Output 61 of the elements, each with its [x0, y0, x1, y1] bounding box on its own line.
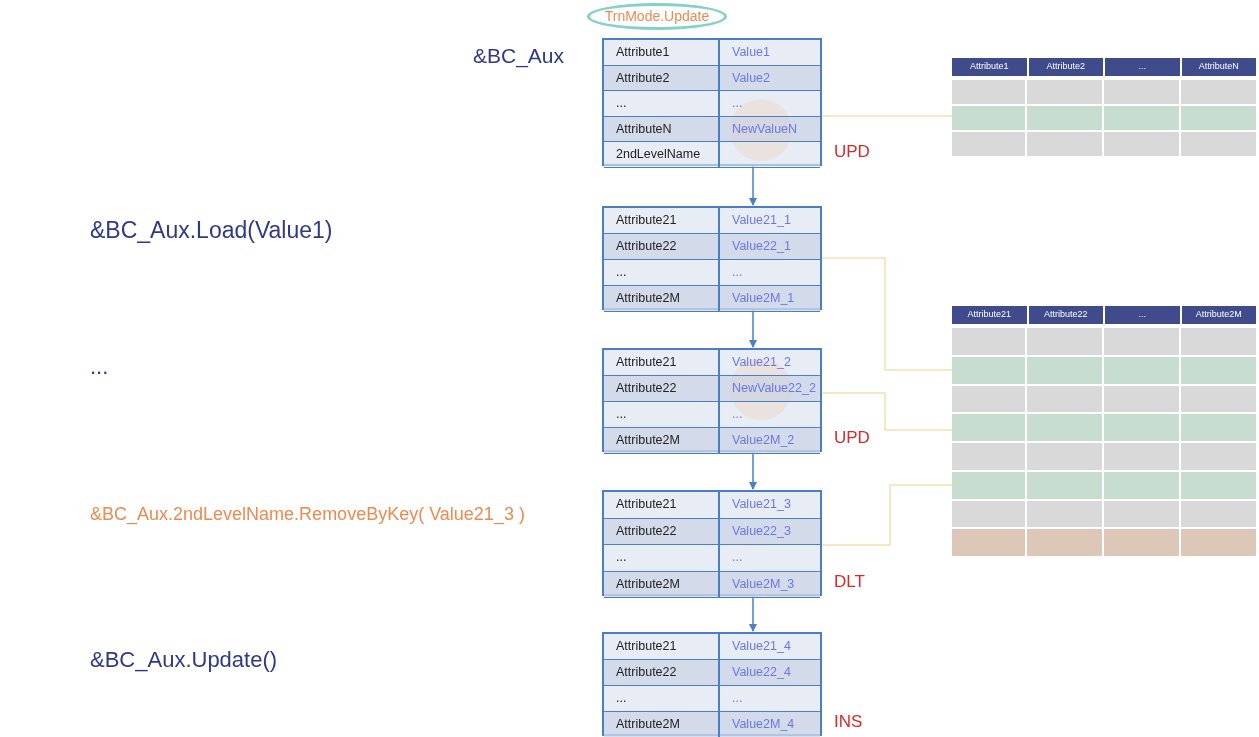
table-cell: Attribute2: [604, 65, 720, 92]
table-cell: Attribute2M: [604, 571, 720, 598]
code-text: &BC_Aux.2ndLevelName.RemoveByKey( Value21_3 ): [90, 503, 525, 527]
table-cell: ...: [604, 91, 720, 117]
column-header: Attribute21: [952, 306, 1027, 324]
arrow: [749, 165, 757, 206]
leader-line: [821, 257, 953, 371]
table-cell: ...: [604, 686, 720, 712]
table-cell: Attribute2M: [604, 428, 720, 454]
table-cell: Attribute21: [604, 634, 720, 660]
table-cell: Attribute2M: [604, 712, 720, 737]
column-header: Attribute2M: [1181, 306, 1256, 324]
table-cell: Attribute1: [604, 40, 720, 66]
table-cell: Attribute22: [604, 518, 720, 545]
database-table: [952, 58, 1256, 158]
operation-label: UPD: [834, 426, 870, 449]
column-header: ...: [1105, 306, 1180, 324]
table-cell: Value2M_2: [720, 428, 820, 454]
table-cell: Attribute22: [604, 660, 720, 686]
table-cell: Value2M_3: [720, 571, 820, 598]
column-header: AttributeN: [1181, 58, 1256, 76]
table-cell: ...: [720, 402, 820, 428]
operation-label: DLT: [834, 570, 865, 593]
table-cell: ...: [604, 260, 720, 286]
column-header: Attribute22: [1028, 306, 1103, 324]
table-cell: AttributeN: [604, 116, 720, 143]
table-cell: Value22_1: [720, 234, 820, 260]
table-cell: Value2: [720, 65, 820, 92]
leader-line: [821, 115, 953, 117]
database-table: [952, 306, 1256, 558]
arrow: [749, 309, 757, 348]
operation-label: INS: [834, 710, 863, 733]
code-text: &BC_Aux.Update(): [90, 646, 278, 674]
table-cell: Attribute21: [604, 492, 720, 519]
table-cell: Attribute2M: [604, 286, 720, 312]
column-header: Attribute2: [1028, 58, 1103, 76]
table-cell: Attribute22: [604, 234, 720, 260]
leader-line: [821, 392, 953, 431]
column-header: ...: [1105, 58, 1180, 76]
leader-line: [821, 484, 953, 546]
table-cell: Attribute21: [604, 350, 720, 376]
table-cell: Value2M_4: [720, 712, 820, 737]
table-cell: 2ndLevelName: [604, 142, 720, 168]
record-table: [602, 206, 822, 310]
table-cell: ...: [604, 402, 720, 428]
arrow: [749, 451, 757, 490]
table-cell: Attribute21: [604, 208, 720, 234]
mode-ellipse: TrnMode.Update: [587, 3, 727, 30]
code-text: &BC_Aux.Load(Value1): [90, 216, 333, 245]
column-header: Attribute1: [952, 58, 1027, 76]
table-cell: NewValueN: [720, 116, 820, 143]
operation-label: UPD: [834, 140, 870, 163]
table-cell: Value22_4: [720, 660, 820, 686]
table-cell: ...: [604, 545, 720, 572]
code-text: ...: [90, 353, 109, 381]
arrow: [749, 595, 757, 632]
table-cell: NewValue22_2: [720, 376, 820, 402]
table-cell: Value2M_1: [720, 286, 820, 312]
code-text: &BC_Aux: [473, 43, 565, 70]
table-cell: Value22_3: [720, 518, 820, 545]
table-cell: Attribute22: [604, 376, 720, 402]
